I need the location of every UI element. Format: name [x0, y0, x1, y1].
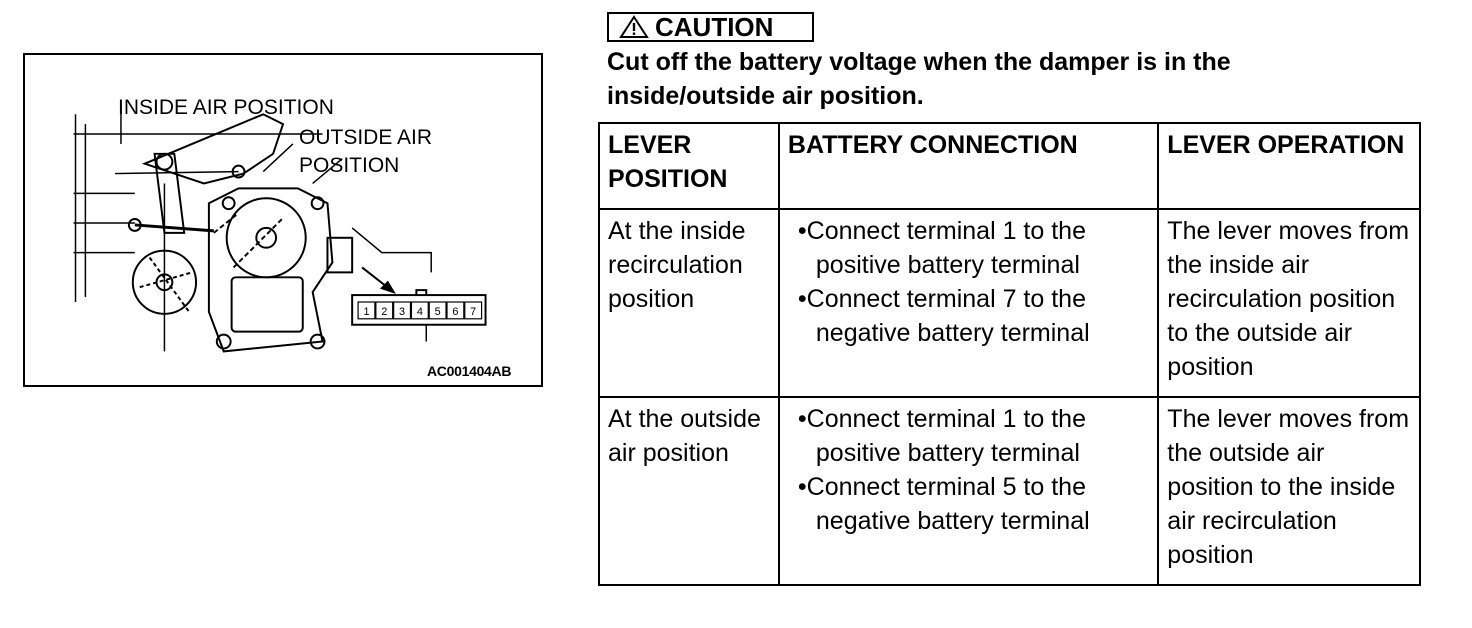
cell-lever-operation: The lever moves from the inside air reci…: [1157, 208, 1421, 398]
header-battery-connection: BATTERY CONNECTION: [777, 122, 1160, 210]
lever-operation-table: LEVER POSITION BATTERY CONNECTION LEVER …: [598, 122, 1421, 586]
connector-pin-1: 1: [363, 306, 369, 318]
cell-lever-position: At the inside recirculation position: [598, 208, 780, 398]
warning-triangle-icon: [619, 15, 649, 38]
cell-lever-position: At the outside air position: [598, 396, 780, 586]
label-position: POSITION: [299, 154, 400, 177]
table-row: At the inside recirculation position •Co…: [598, 208, 1421, 398]
caution-text: Cut off the battery voltage when the dam…: [607, 48, 1231, 110]
header-lever-position: LEVER POSITION: [598, 122, 780, 210]
connection-step: •Connect terminal 7 to the negative batt…: [797, 285, 1090, 347]
caution-badge: CAUTION: [607, 12, 814, 42]
caution-label: CAUTION: [655, 12, 774, 42]
figure-code: AC001404AB: [427, 363, 512, 379]
connector-pin-3: 3: [399, 306, 405, 318]
connector-pin-5: 5: [435, 306, 441, 318]
connector-pin-7: 7: [470, 306, 476, 318]
damper-actuator-drawing: 1 2 3 4 5 6 7: [73, 106, 487, 353]
connector-pin-6: 6: [452, 306, 458, 318]
cell-lever-operation: The lever moves from the outside air pos…: [1157, 396, 1421, 586]
cell-battery-connection: •Connect terminal 1 to the positive batt…: [777, 208, 1160, 398]
connector-pin-4: 4: [417, 306, 423, 318]
label-outside-air: OUTSIDE AIR: [299, 126, 433, 149]
connection-step: •Connect terminal 1 to the positive batt…: [797, 405, 1086, 467]
connection-step: •Connect terminal 5 to the negative batt…: [797, 473, 1090, 535]
header-lever-operation: LEVER OPERATION: [1157, 122, 1421, 210]
table-row: At the outside air position •Connect ter…: [598, 396, 1421, 586]
cell-battery-connection: •Connect terminal 1 to the positive batt…: [777, 396, 1160, 586]
table-header-row: LEVER POSITION BATTERY CONNECTION LEVER …: [598, 122, 1421, 210]
actuator-figure: 1 2 3 4 5 6 7 INSIDE AIR POSITION OUTSID…: [23, 53, 543, 387]
label-inside-air-position: INSIDE AIR POSITION: [118, 96, 334, 119]
connector-pin-2: 2: [381, 306, 387, 318]
connection-step: •Connect terminal 1 to the positive batt…: [797, 217, 1086, 279]
